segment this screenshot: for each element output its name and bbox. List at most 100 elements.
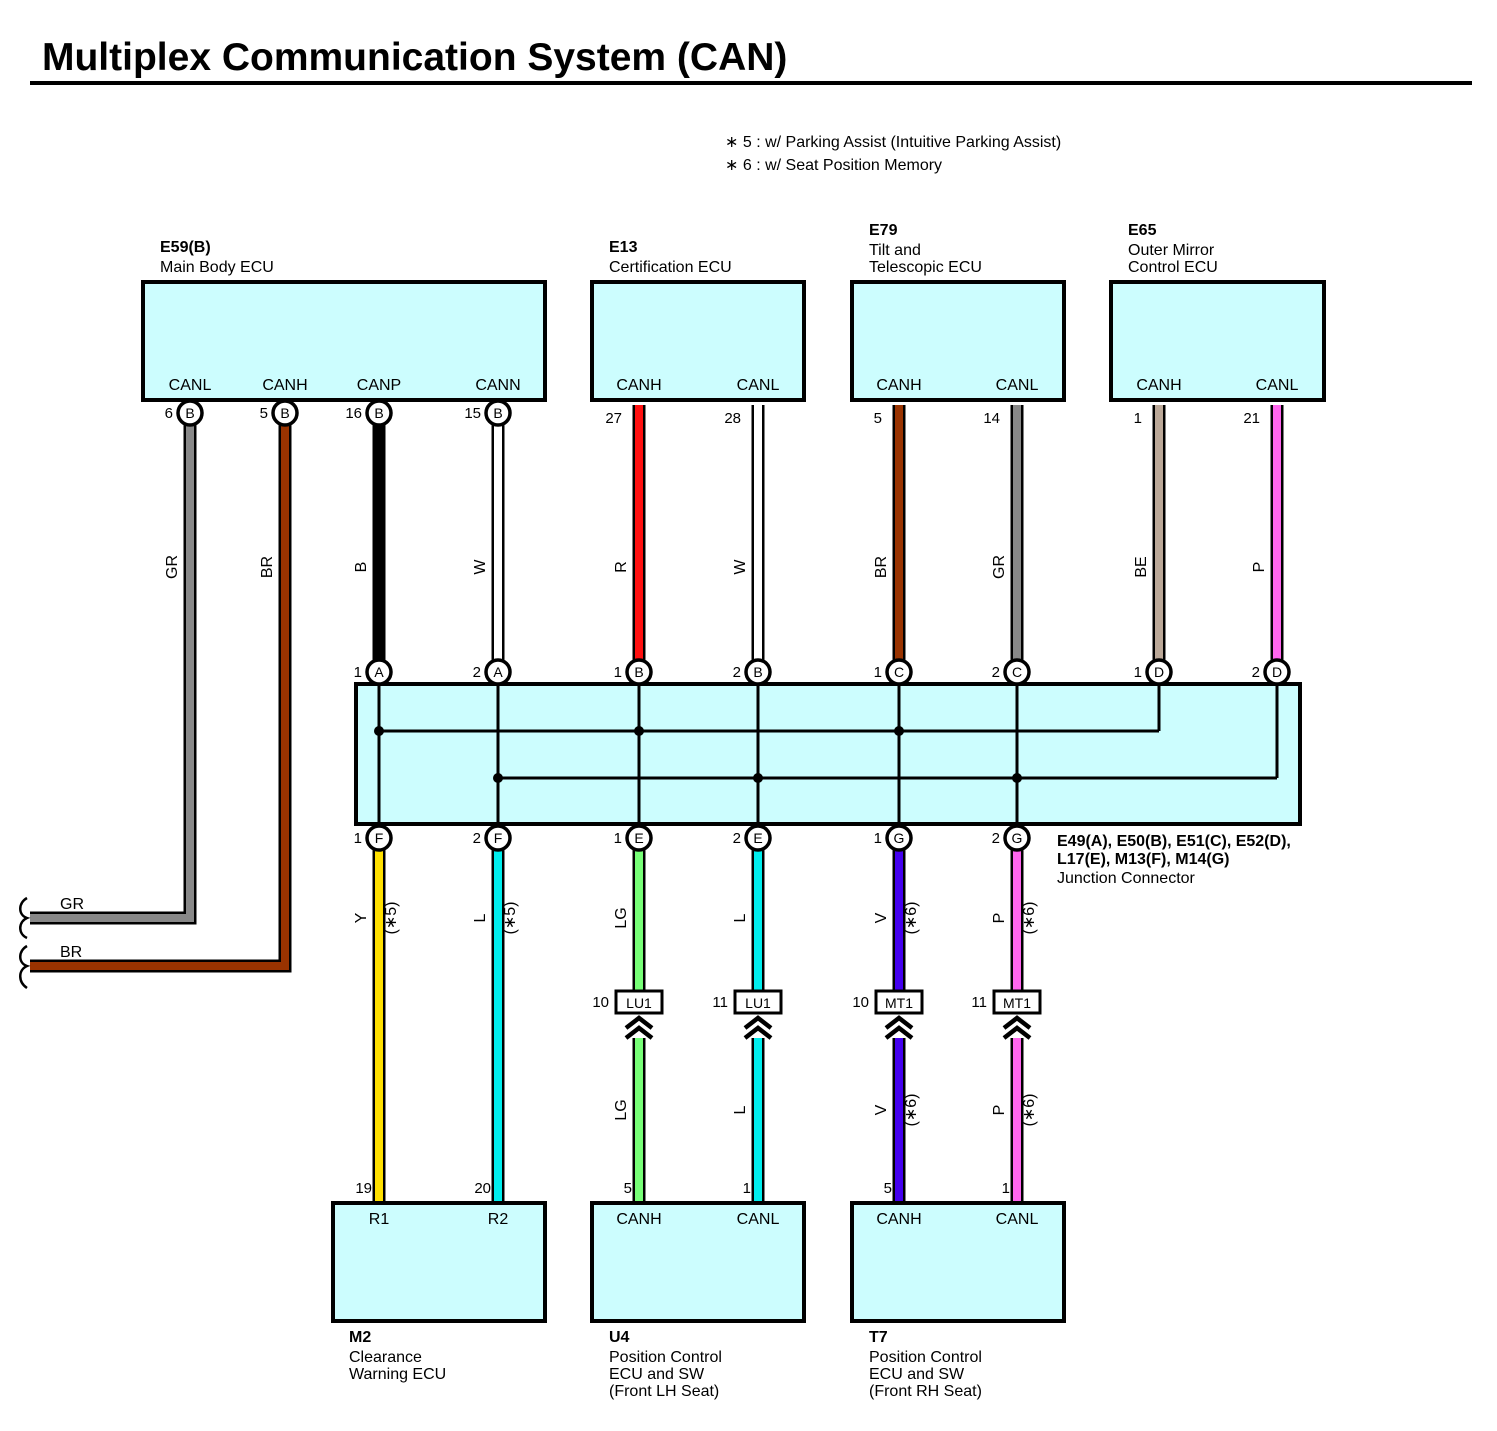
ecu-box [1109, 280, 1326, 402]
connector-w-e59-canp-top-letter: B [374, 405, 383, 421]
inline-connector-name: MT1 [1003, 995, 1031, 1011]
plug-chevron-icon [624, 1015, 654, 1040]
ecu-code: E79 [869, 222, 898, 239]
terminal-label: CANH [616, 377, 661, 394]
pin-number: 1 [874, 830, 882, 847]
terminal-label: R1 [369, 1211, 390, 1228]
ecu-name: Main Body ECU [160, 259, 274, 276]
ecu-name: Warning ECU [349, 1366, 446, 1383]
connector-w-t7-canh-junction-letter: G [894, 830, 905, 846]
terminal-label: CANH [876, 377, 921, 394]
left-exits: GR BR [19, 896, 84, 990]
connector-w-m2-r2-junction [484, 824, 512, 852]
junction-connectors-line2: L17(E), M13(F), M14(G) [1057, 851, 1229, 868]
connector-w-u4-canh-junction [625, 824, 653, 852]
wire-color-label: GR [164, 555, 181, 579]
ecu-box [590, 1201, 806, 1323]
pin-number: 6 [165, 405, 173, 422]
inline-connector-box [992, 989, 1042, 1015]
inline-connector-box [614, 989, 664, 1015]
pin-number: 5 [874, 410, 882, 427]
pin-number: 5 [624, 1180, 632, 1197]
junction-connectors-line1: E49(A), E50(B), E51(C), E52(D), [1057, 833, 1291, 850]
terminal-label: CANL [996, 1211, 1039, 1228]
exit-gr-label: GR [60, 896, 84, 913]
pin-number: 2 [992, 830, 1000, 847]
break-mark-icon [19, 896, 31, 940]
connector-w-e13-canl-junction-letter: B [753, 664, 762, 680]
ecu-name: (Front LH Seat) [609, 1383, 719, 1400]
terminal-label: CANN [475, 377, 520, 394]
pin-number: 28 [724, 410, 741, 427]
connector-w-e59-canp-junction [365, 658, 393, 686]
ecu-code: T7 [869, 1329, 888, 1346]
ecu-u4-position-control-lh: CANH CANL U4 Position Control ECU and SW… [590, 1201, 806, 1400]
exit-br-label: BR [60, 944, 82, 961]
pin-number: 11 [971, 994, 987, 1011]
pin-number: 1 [743, 1180, 751, 1197]
pin-number: 5 [260, 405, 268, 422]
pin-number: 2 [473, 830, 481, 847]
ecu-box [850, 280, 1066, 402]
terminal-label: CANH [1136, 377, 1181, 394]
wire-color-label: L [732, 913, 749, 922]
terminal-label: CANL [737, 1211, 780, 1228]
pin-number: 5 [884, 1180, 892, 1197]
pin-number: 19 [355, 1180, 372, 1197]
wire-color-label: W [732, 559, 749, 575]
terminal-label: CANH [616, 1211, 661, 1228]
wire-color-label: BR [259, 556, 276, 578]
wire-color-label: LG [613, 907, 630, 928]
wire-e59-canh [30, 412, 289, 970]
pin-number: 1 [614, 830, 622, 847]
ecu-name: Position Control [869, 1349, 982, 1366]
ecu-e79-tilt-telescopic: E79 Tilt and Telescopic ECU CANH CANL [850, 222, 1066, 402]
ecu-name: Telescopic ECU [869, 259, 982, 276]
pin-number: 2 [1252, 664, 1260, 681]
ecu-code: E65 [1128, 222, 1157, 239]
wire-outline-e59-canl [30, 412, 197, 925]
terminal-label: R2 [488, 1211, 509, 1228]
pin-number: 1 [874, 664, 882, 681]
wire-outline-e59-canh [30, 412, 292, 973]
terminal-label: CANL [996, 377, 1039, 394]
wire-option-note: (∗6) [1021, 1094, 1038, 1127]
junction-connector: E49(A), E50(B), E51(C), E52(D), L17(E), … [354, 682, 1302, 887]
pin-number: 1 [1002, 1180, 1010, 1197]
connector-w-e65-canh-junction-letter: D [1154, 664, 1164, 680]
connector-w-e59-canl-top [176, 399, 204, 427]
junction-box [354, 682, 1302, 826]
connector-w-e59-canp-top [365, 399, 393, 427]
connector-w-e59-cann-top [484, 399, 512, 427]
ecu-e65-outer-mirror: E65 Outer Mirror Control ECU CANH CANL [1109, 222, 1326, 402]
wire-option-note: (∗6) [1021, 902, 1038, 935]
connector-w-e13-canh-junction-letter: B [634, 664, 643, 680]
inline-connector-box [733, 989, 783, 1015]
wire-color-label: L [732, 1105, 749, 1114]
connector-w-e59-canh-top-letter: B [280, 405, 289, 421]
pin-number: 1 [354, 830, 362, 847]
connector-w-u4-canh-junction-letter: E [634, 830, 643, 846]
connector-w-t7-canl-junction [1003, 824, 1031, 852]
terminal-label: CANL [1256, 377, 1299, 394]
ecu-t7-position-control-rh: CANH CANL T7 Position Control ECU and SW… [850, 1201, 1066, 1400]
pin-number: 21 [1243, 410, 1260, 427]
ecu-name: Certification ECU [609, 259, 732, 276]
ecu-box [331, 1201, 547, 1323]
wire-color-label: W [472, 559, 489, 575]
break-mark-icon [19, 944, 31, 990]
pin-number: 1 [614, 664, 622, 681]
connector-w-e59-canl-top-letter: B [185, 405, 194, 421]
wire-e59-canl [30, 412, 194, 922]
connector-w-m2-r1-junction-letter: F [375, 830, 384, 846]
pin-number: 15 [464, 405, 481, 422]
connector-w-e79-canh-junction-letter: C [894, 664, 904, 680]
ecu-m2-clearance-warning: R1 R2 M2 Clearance Warning ECU [331, 1201, 547, 1383]
ecu-code: U4 [609, 1329, 630, 1346]
diagram-title: Multiplex Communication System (CAN) [42, 36, 787, 79]
ecu-box [850, 1201, 1066, 1323]
ecu-name: Outer Mirror [1128, 242, 1215, 259]
